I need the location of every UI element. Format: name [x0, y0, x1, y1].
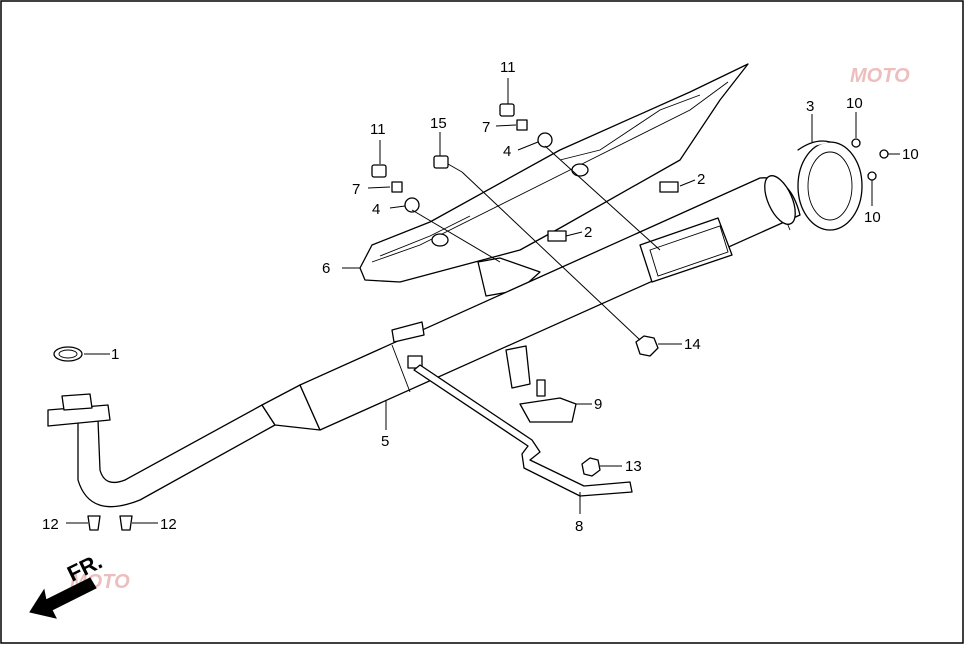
callout-6: 6 [322, 260, 330, 277]
part-nut [635, 335, 659, 357]
part-screw-small [879, 149, 889, 159]
callout-5: 5 [381, 433, 389, 450]
part-screw [499, 103, 515, 117]
callout-8: 8 [575, 518, 583, 535]
part-bolt [433, 155, 449, 169]
callout-15: 15 [430, 115, 447, 132]
callout-4: 4 [372, 201, 380, 218]
svg-text:MOTO: MOTO [850, 65, 910, 87]
callout-11: 11 [500, 59, 516, 76]
part-screw-small [867, 171, 877, 181]
part-end-cap [797, 140, 863, 231]
part-grommet [404, 197, 420, 213]
callout-14: 14 [684, 336, 701, 353]
callout-13: 13 [625, 458, 642, 475]
callout-4: 4 [503, 143, 511, 160]
part-grommet [537, 132, 553, 148]
part-rubber-mount [519, 379, 577, 423]
callout-12: 12 [42, 516, 59, 533]
callout-10: 10 [902, 146, 919, 163]
part-clip [547, 230, 567, 242]
part-clip-nut [87, 515, 101, 531]
callout-10: 10 [864, 209, 881, 226]
callout-1: 1 [111, 346, 119, 363]
part-screw-small [851, 138, 861, 148]
callout-12: 12 [160, 516, 177, 533]
callout-10: 10 [846, 95, 863, 112]
part-collar [391, 181, 403, 193]
callout-2: 2 [697, 171, 705, 188]
part-clip-nut [119, 515, 133, 531]
callout-3: 3 [806, 98, 814, 115]
part-clip [659, 181, 679, 193]
callout-7: 7 [482, 119, 490, 136]
part-collar [516, 119, 528, 131]
part-heat-shield [359, 63, 749, 297]
part-gasket [53, 346, 83, 362]
part-muffler [47, 175, 801, 508]
part-bracket [413, 364, 633, 497]
leader-lines [66, 78, 900, 524]
callout-labels: 1 2 2 3 4 4 5 6 7 7 8 9 10 10 10 11 11 1… [42, 59, 919, 535]
callout-11: 11 [370, 121, 386, 138]
part-nut [581, 457, 601, 477]
callout-7: 7 [352, 181, 360, 198]
part-screw [371, 164, 387, 178]
callout-2: 2 [584, 224, 592, 241]
arrow-icon [29, 577, 97, 619]
callout-9: 9 [594, 396, 602, 413]
